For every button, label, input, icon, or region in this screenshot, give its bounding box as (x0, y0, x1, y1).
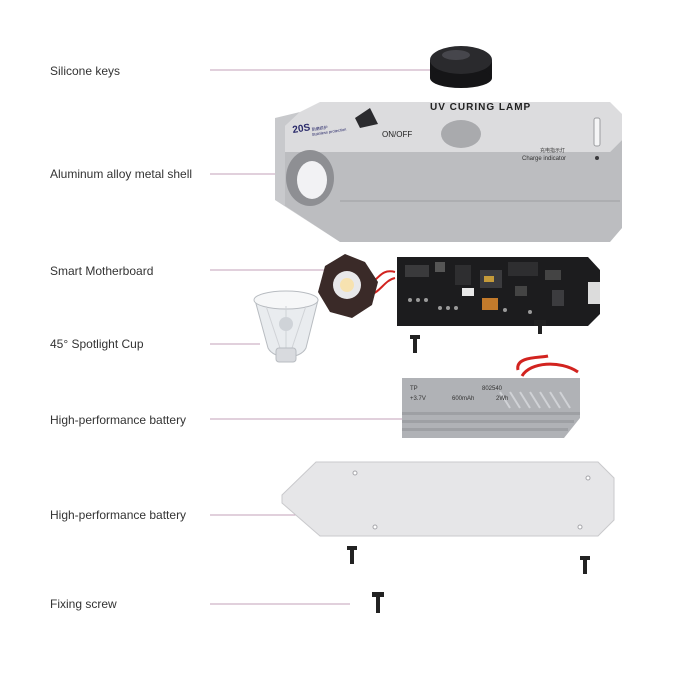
label-silicone-keys: Silicone keys (50, 64, 121, 78)
label-spotlight-cup: 45° Spotlight Cup (50, 337, 144, 351)
battery-text-model: 802540 (482, 386, 503, 392)
label-fixing-screw: Fixing screw (50, 597, 117, 611)
label-bottom-plate: High-performance battery (50, 508, 187, 522)
battery-text-capacity: 600mAh (452, 396, 474, 402)
power-button-hole (441, 120, 481, 148)
battery-text-voltage: +3.7V (410, 396, 426, 402)
battery-text-brand: TP (410, 386, 418, 392)
power-label: ON/OFF (382, 130, 412, 139)
device-title: UV CURING LAMP (430, 102, 531, 113)
screw-icon (410, 335, 420, 353)
charge-port (593, 117, 601, 147)
screw-icon (347, 546, 357, 564)
aluminum-shell: UV CURING LAMP ON/OFF 20S 耐磨损护 Stainless… (275, 102, 622, 242)
model-sub-cn: 耐磨损护 (311, 124, 328, 132)
charge-indicator-cn: 充电指示灯 (540, 147, 565, 154)
label-aluminum-shell: Aluminum alloy metal shell (50, 167, 193, 181)
fixing-screw (372, 592, 384, 613)
model-badge: 20S (292, 122, 312, 136)
charge-indicator-label: Charge indicator (522, 156, 566, 162)
charge-indicator-light (595, 156, 599, 160)
label-battery: High-performance battery (50, 413, 187, 427)
uv-indicator-window (355, 108, 378, 128)
model-sub: Stainless protection (311, 127, 346, 137)
screw-icon (580, 556, 590, 574)
silicone-key-button (430, 46, 492, 88)
battery-pack: TP 802540 +3.7V 600mAh 2Wh (402, 354, 580, 438)
screw-icon (534, 320, 546, 334)
spotlight-cup (253, 290, 319, 363)
smart-motherboard (318, 254, 600, 326)
bottom-plate (281, 461, 615, 537)
label-smart-motherboard: Smart Motherboard (50, 264, 154, 278)
battery-text-power: 2Wh (496, 396, 508, 402)
